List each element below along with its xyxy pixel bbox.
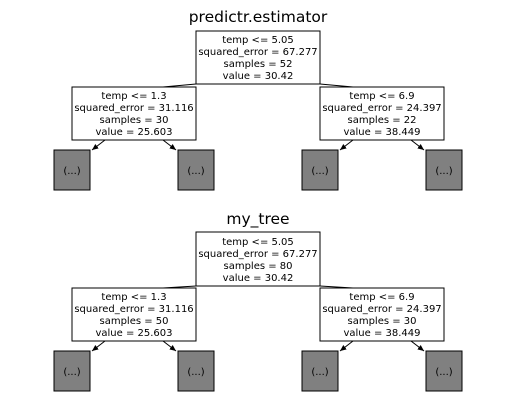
tree-leaf: (...) bbox=[425, 350, 463, 392]
leaf-label: (...) bbox=[311, 166, 328, 177]
node-error-text: squared_error = 31.116 bbox=[74, 103, 193, 114]
node-value-text: value = 30.42 bbox=[223, 71, 294, 82]
leaf-label: (...) bbox=[63, 367, 80, 378]
leaf-label: (...) bbox=[435, 367, 452, 378]
node-split-text: temp <= 5.05 bbox=[222, 237, 294, 248]
node-error-text: squared_error = 24.397 bbox=[322, 304, 441, 315]
node-split-text: temp <= 5.05 bbox=[222, 35, 294, 46]
tree-node-left: temp <= 1.3 squared_error = 31.116 sampl… bbox=[71, 287, 197, 342]
tree-panel-predictr-estimator: predictr.estimator temp <= 5.05 squared_… bbox=[53, 8, 463, 191]
node-split-text: temp <= 6.9 bbox=[349, 292, 414, 303]
tree-title: my_tree bbox=[226, 210, 289, 229]
tree-leaf: (...) bbox=[425, 149, 463, 191]
tree-leaf: (...) bbox=[177, 350, 215, 392]
node-error-text: squared_error = 67.277 bbox=[198, 249, 317, 260]
edge-arrow bbox=[410, 139, 425, 151]
tree-panel-my-tree: my_tree temp <= 5.05 squared_error = 67.… bbox=[53, 210, 463, 392]
leaf-label: (...) bbox=[63, 166, 80, 177]
node-split-text: temp <= 1.3 bbox=[101, 292, 166, 303]
edge-arrow bbox=[162, 139, 177, 151]
tree-leaf: (...) bbox=[53, 350, 91, 392]
node-error-text: squared_error = 67.277 bbox=[198, 47, 317, 58]
node-samples-text: samples = 80 bbox=[223, 261, 292, 272]
tree-leaf: (...) bbox=[301, 350, 339, 392]
node-error-text: squared_error = 24.397 bbox=[322, 103, 441, 114]
node-split-text: temp <= 6.9 bbox=[349, 91, 414, 102]
edge-arrow bbox=[339, 340, 354, 352]
edge-arrow bbox=[410, 340, 425, 352]
node-samples-text: samples = 22 bbox=[347, 115, 416, 126]
tree-node-left: temp <= 1.3 squared_error = 31.116 sampl… bbox=[71, 86, 197, 141]
edge-arrow bbox=[91, 139, 106, 151]
node-value-text: value = 38.449 bbox=[343, 127, 420, 138]
leaf-label: (...) bbox=[187, 166, 204, 177]
leaf-label: (...) bbox=[311, 367, 328, 378]
tree-leaf: (...) bbox=[177, 149, 215, 191]
tree-node-root: temp <= 5.05 squared_error = 67.277 samp… bbox=[195, 30, 321, 85]
tree-leaf: (...) bbox=[53, 149, 91, 191]
node-samples-text: samples = 30 bbox=[347, 316, 416, 327]
leaf-label: (...) bbox=[435, 166, 452, 177]
node-samples-text: samples = 52 bbox=[223, 59, 292, 70]
node-value-text: value = 25.603 bbox=[95, 328, 172, 339]
tree-node-right: temp <= 6.9 squared_error = 24.397 sampl… bbox=[319, 287, 445, 342]
node-error-text: squared_error = 31.116 bbox=[74, 304, 193, 315]
node-samples-text: samples = 30 bbox=[99, 115, 168, 126]
node-value-text: value = 30.42 bbox=[223, 273, 294, 284]
node-split-text: temp <= 1.3 bbox=[101, 91, 166, 102]
node-value-text: value = 38.449 bbox=[343, 328, 420, 339]
tree-node-root: temp <= 5.05 squared_error = 67.277 samp… bbox=[195, 231, 321, 287]
tree-node-right: temp <= 6.9 squared_error = 24.397 sampl… bbox=[319, 86, 445, 141]
node-samples-text: samples = 50 bbox=[99, 316, 168, 327]
tree-title: predictr.estimator bbox=[189, 8, 328, 26]
edge-arrow bbox=[162, 340, 177, 352]
node-value-text: value = 25.603 bbox=[95, 127, 172, 138]
edge-arrow bbox=[91, 340, 106, 352]
leaf-label: (...) bbox=[187, 367, 204, 378]
edge-arrow bbox=[339, 139, 354, 151]
tree-leaf: (...) bbox=[301, 149, 339, 191]
